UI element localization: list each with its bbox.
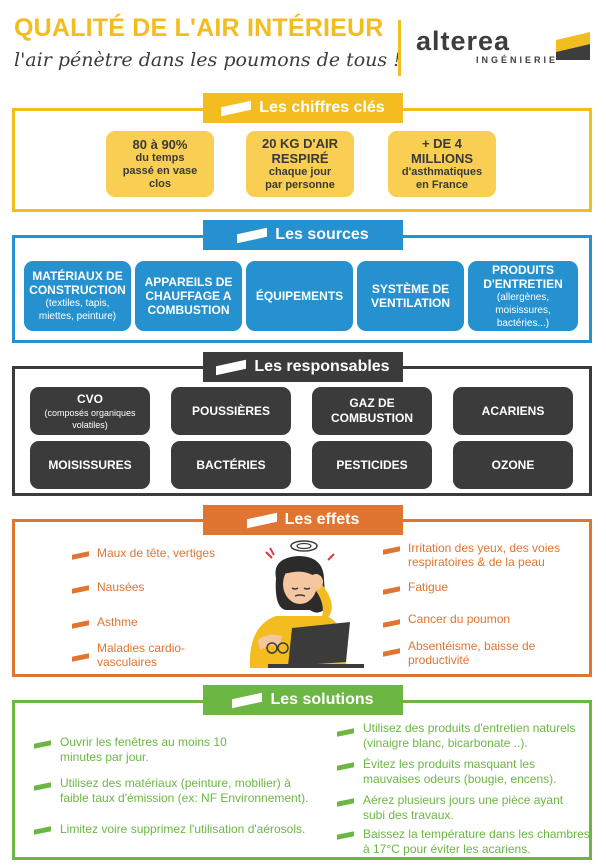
effect-item: Nausées (97, 580, 145, 594)
pollutant-name: PESTICIDES (336, 457, 408, 472)
pollutant-name: OZONE (491, 457, 535, 472)
pollutant-card: GAZ DE COMBUSTION (312, 387, 432, 435)
pollutant-card: BACTÉRIES (171, 441, 291, 489)
source-card: MATÉRIAUX DE CONSTRUCTION (textiles, tap… (24, 261, 131, 331)
pollutant-name: CVO (76, 391, 103, 406)
source-detail: (textiles, tapis, miettes, peinture) (38, 298, 117, 322)
pollutant-card: MOISISSURES (30, 441, 150, 489)
pollutant-card: PESTICIDES (312, 441, 432, 489)
solution-item: Baissez la température dans les chambres… (363, 827, 590, 856)
effets-heading: Les effets (203, 505, 403, 535)
effect-item: Cancer du poumon (408, 612, 511, 626)
heading-stripe-icon (237, 227, 268, 243)
logo-subtitle: INGÉNIERIE (476, 55, 559, 65)
effect-item: Maux de tête, vertiges (97, 546, 216, 560)
dizzy-scribble-icon (265, 540, 335, 561)
effect-item: Asthme (97, 615, 138, 629)
pollutant-name: ACARIENS (481, 403, 545, 418)
source-title: PRODUITS D'ENTRETIEN (483, 262, 563, 291)
source-title: MATÉRIAUX DE CONSTRUCTION (29, 269, 126, 297)
header-divider (398, 20, 401, 76)
tired-person-illustration (249, 540, 364, 668)
key-figure-value: 20 KG D'AIR RESPIRÉ (261, 136, 339, 166)
pollutant-name: MOISISSURES (48, 457, 132, 472)
key-figure-card: 80 à 90% du temps passé en vase clos (106, 131, 214, 197)
page-title: QUALITÉ DE L'AIR INTÉRIEUR (14, 14, 384, 42)
solution-item: Aérez plusieurs jours une pièce ayant su… (363, 793, 564, 822)
pollutant-card: CVO (composés organiques volatiles) (30, 387, 150, 435)
heading-stripe-icon (221, 100, 252, 116)
source-card: APPAREILS DE CHAUFFAGE A COMBUSTION (135, 261, 242, 331)
solution-item: Évitez les produits masquant les mauvais… (363, 757, 557, 786)
sources-heading-label: Les sources (275, 226, 369, 243)
source-title: ÉQUIPEMENTS (255, 289, 344, 303)
key-figure-card: 20 KG D'AIR RESPIRÉ chaque jour par pers… (246, 131, 354, 197)
solution-item: Utilisez des matériaux (peinture, mobili… (60, 776, 309, 805)
logo-wordmark: alterea (416, 26, 511, 56)
key-figures-heading: Les chiffres clés (203, 93, 403, 123)
effect-item: Maladies cardio-vasculaires (97, 641, 186, 669)
sources-heading: Les sources (203, 220, 403, 250)
solutions-heading: Les solutions (203, 685, 403, 715)
key-figure-caption: chaque jour par personne (265, 166, 335, 191)
key-figures-heading-label: Les chiffres clés (259, 99, 385, 116)
source-card: ÉQUIPEMENTS (246, 261, 353, 331)
effect-item: Fatigue (408, 580, 449, 594)
key-figure-card: + DE 4 MILLIONS d'asthmatiques en France (388, 131, 496, 197)
solution-item: Limitez voire supprimez l'utilisation d'… (60, 822, 306, 836)
effets-heading-label: Les effets (284, 511, 360, 528)
pollutant-name: BACTÉRIES (196, 457, 266, 472)
heading-stripe-icon (232, 692, 263, 708)
heading-stripe-icon (216, 359, 247, 375)
page-subtitle: l'air pénètre dans les poumons de tous ! (14, 49, 401, 71)
pollutant-detail: (composés organiques volatiles) (44, 407, 136, 430)
solution-item: Utilisez des produits d'entretien nature… (363, 721, 576, 750)
solution-item: Ouvrir les fenêtres au moins 10 minutes … (60, 735, 227, 764)
source-detail: (allergènes, moisissures, bactéries...) (495, 291, 551, 329)
source-title: SYSTÈME DE VENTILATION (370, 282, 451, 310)
key-figure-caption: d'asthmatiques en France (401, 166, 483, 191)
pollutant-card: POUSSIÈRES (171, 387, 291, 435)
key-figure-caption: du temps passé en vase clos (122, 152, 198, 190)
pollutant-card: ACARIENS (453, 387, 573, 435)
solutions-heading-label: Les solutions (270, 691, 374, 708)
key-figure-value: 80 à 90% (132, 137, 188, 152)
effect-item: Absentéisme, baisse de productivité (408, 639, 536, 667)
source-title: APPAREILS DE CHAUFFAGE A COMBUSTION (144, 275, 233, 317)
source-card: PRODUITS D'ENTRETIEN (allergènes, moisis… (468, 261, 578, 331)
logo-mark-icon (556, 32, 590, 60)
source-card: SYSTÈME DE VENTILATION (357, 261, 464, 331)
key-figure-value: + DE 4 MILLIONS (410, 136, 474, 166)
pollutant-name: POUSSIÈRES (191, 403, 271, 418)
responsables-heading: Les responsables (203, 352, 403, 382)
pollutant-card: OZONE (453, 441, 573, 489)
pollutant-name: GAZ DE COMBUSTION (331, 396, 413, 425)
heading-stripe-icon (246, 512, 277, 528)
responsables-heading-label: Les responsables (254, 358, 390, 375)
effect-item: Irritation des yeux, des voies respirato… (408, 541, 561, 569)
